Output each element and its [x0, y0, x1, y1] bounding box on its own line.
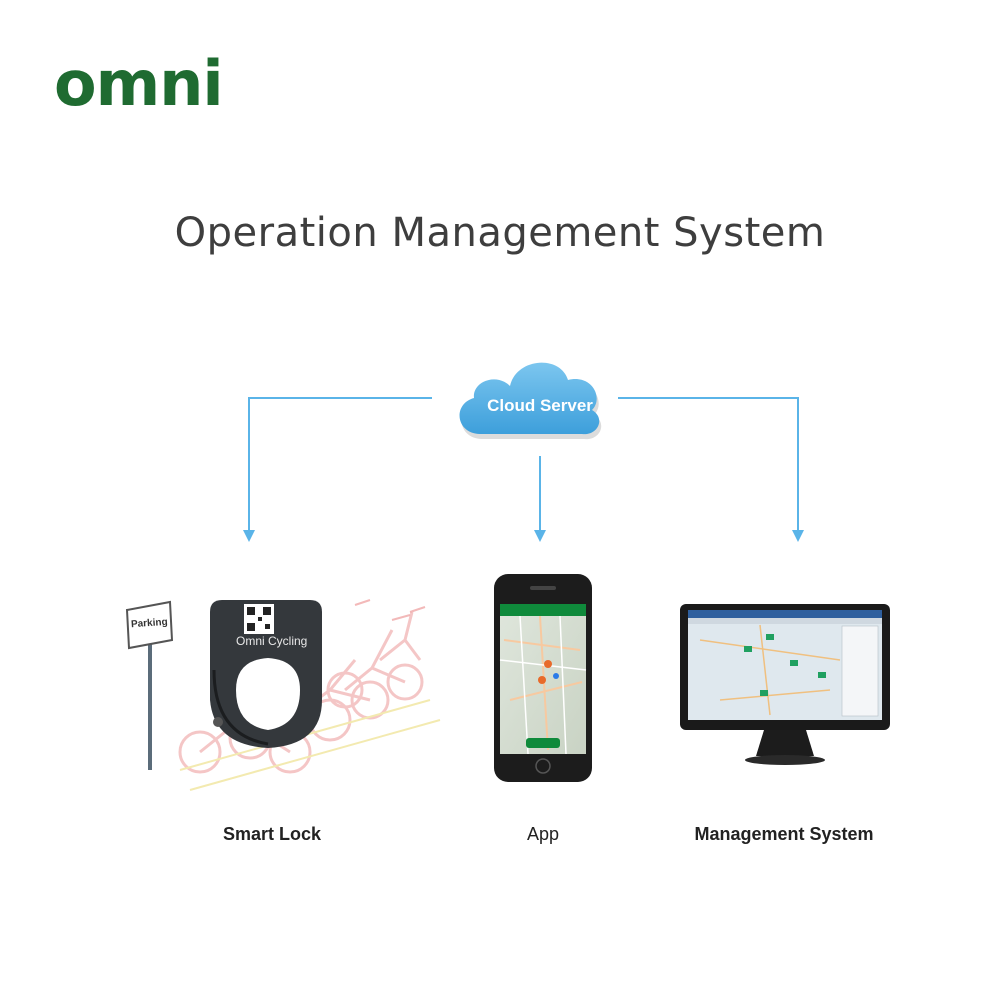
connector-left [248, 397, 432, 532]
logo-text: omni [54, 47, 224, 120]
caption-smart-lock: Smart Lock [222, 824, 322, 844]
connectors [248, 397, 799, 532]
lock-brand-text: Omni Cycling [236, 634, 308, 648]
cloud-server-label: Cloud Server [487, 396, 593, 415]
caption-app: App [526, 824, 560, 844]
arrow-down-icon [534, 530, 546, 542]
connector-right [618, 397, 799, 532]
omni-logo: omni [52, 48, 252, 120]
caption-management-system: Management System [694, 824, 874, 844]
smart-lock-illustration [125, 599, 441, 791]
arrow-down-icon [243, 530, 255, 542]
arrow-down-icon [792, 530, 804, 542]
monitor-illustration [680, 604, 890, 765]
page-title: Operation Management System [174, 210, 826, 256]
cloud-icon [459, 362, 602, 440]
phone-illustration [494, 574, 592, 782]
